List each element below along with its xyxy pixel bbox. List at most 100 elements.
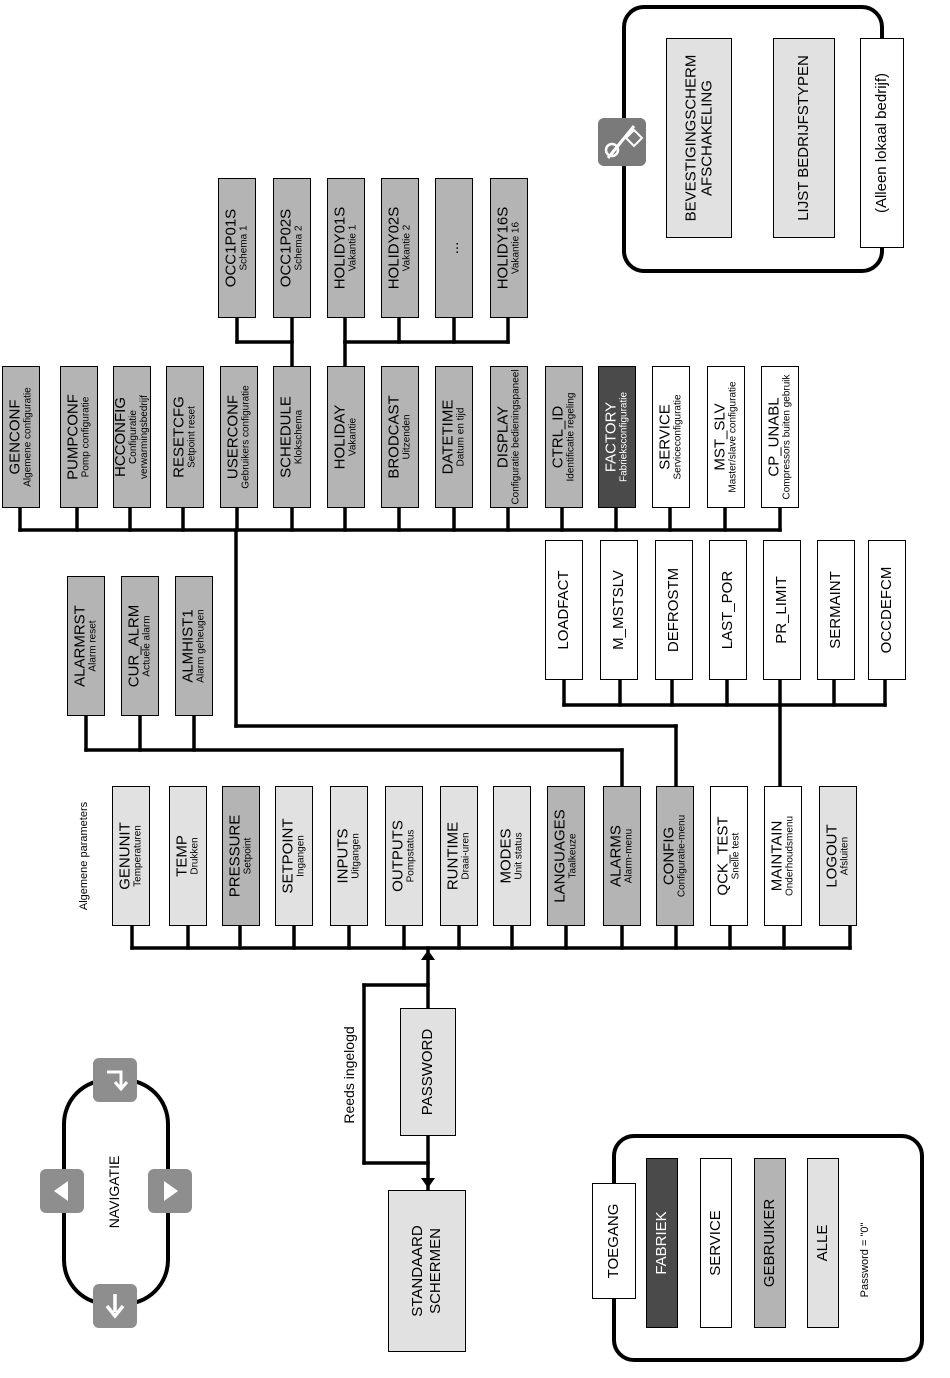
item-description: Pompstatus [405,829,417,883]
item-description: Snelle test [730,832,742,880]
item-label: LANGUAGES [551,809,569,903]
arrow-right-icon-glyph [164,1181,178,1201]
item-description: Master/slave configuratie [727,381,739,493]
arrow-right-icon[interactable] [148,1169,192,1213]
item-label: SERMAINT [826,571,844,649]
item-description: Setpoint reset [186,406,198,468]
item-description: Serviceconfiguratie [672,394,684,480]
item-label: CTRL_ID [549,405,567,469]
item-description: Afsluiten [839,836,851,876]
item-label: MST_SLV [711,403,729,471]
no-start-icon [598,118,646,166]
item-label: LOADFACT [554,570,572,650]
item-label: GEBRUIKER [760,1198,778,1288]
item-label: TEMP [173,835,191,877]
item-label: HOLIDY01S [331,206,349,290]
maintain-item-box: OCCDEFCM [868,540,906,680]
maintain-item-box-text: LAST_POR [718,570,736,650]
arrow-head [421,1178,435,1188]
item-label: OUTPUTS [389,820,407,892]
escape-icon[interactable] [93,1284,137,1328]
arrow-left-icon[interactable] [40,1169,84,1213]
item-description: Alarm-menu [623,828,635,884]
maintain-item-box-text: SERMAINT [826,571,844,649]
enter-icon[interactable] [93,1058,137,1102]
confirm-box-shutdown: BEVESTIGINGSCHERM AFSCHAKELING [666,38,732,238]
item-label: LIJST BEDRIJFSTYPEN [794,55,812,221]
maintain-item-box: LAST_POR [709,540,747,680]
item-label: SERVICE [706,1210,724,1276]
escape-icon-glyph [105,1294,125,1319]
access-level-box-text: ALLE [813,1224,831,1262]
maintain-item-box-text: M_MSTSLV [610,570,627,650]
item-description: Schema 2 [293,225,305,271]
item-description: Algemene configuratie [22,387,34,487]
item-label: ALLE [813,1224,831,1262]
no-start-glyph [604,125,644,159]
item-description: Configuratie verwarmingsbedrijf [128,395,151,479]
item-label: CUR_ALRM [125,604,143,688]
item-label: LAST_POR [718,570,736,650]
maintain-item-box: DEFROSTM [655,540,693,680]
item-label: DISPLAY [494,405,512,469]
access-level-box-text: GEBRUIKER [760,1198,778,1288]
item-label: SETPOINT [279,818,297,894]
access-level-box-text: FABRIEK [653,1211,670,1274]
maintain-item-box: PR_LIMIT [763,540,801,680]
item-label: HOLIDY02S [385,206,403,290]
item-label: TOEGANG [604,1203,622,1279]
item-description: Datum en tijd [455,407,467,467]
item-label: OCCDEFCM [877,566,895,654]
item-label: ALMHIST1 [179,609,197,683]
item-description: Onderhoudsmenu [784,815,796,897]
confirm-box-local-only-text: (Alleen lokaal bedrijf) [873,73,890,213]
item-description: Uitzenden [401,414,413,460]
password-note: Password = "0" [859,1222,871,1298]
item-label: RESETCFG [170,396,188,478]
item-label: USERCONF [224,394,242,480]
maintain-item-box: LOADFACT [545,540,583,680]
item-label: DATETIME [439,399,457,475]
access-title-box: TOEGANG [592,1183,636,1299]
item-label: HOLIDY16S [494,206,512,290]
item-description: Setpoint [242,837,254,875]
maintain-item-box-text: LOADFACT [554,570,572,650]
access-level-box-text: SERVICE [706,1210,724,1276]
